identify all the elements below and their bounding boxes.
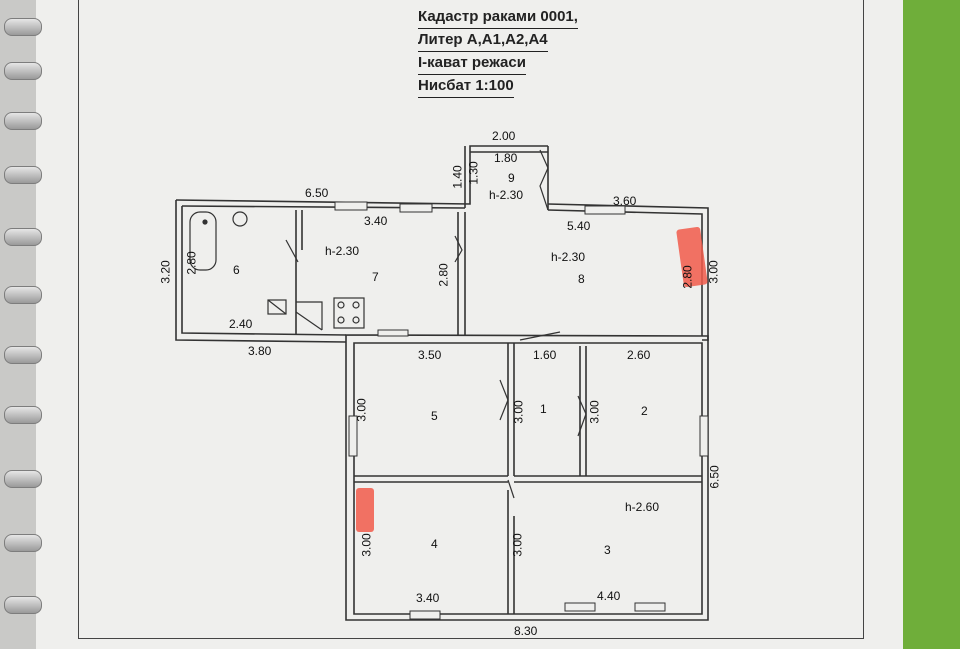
dim-label: 3.00 [511,400,526,424]
green-background [903,0,960,649]
dim-label: 3.20 [158,260,173,284]
dim-label: 3.00 [359,533,374,557]
dim-label: 3.00 [354,398,369,422]
drawing-frame [78,0,864,639]
title-floor: I-кават режаси [418,52,526,75]
dim-label: 3.80 [248,344,272,358]
binder-ring [4,112,42,130]
binder-ring [4,534,42,552]
room-number-9: 9 [508,171,515,185]
room-number-3: 3 [604,543,611,557]
room-number-7: 7 [372,270,379,284]
room-number-1: 1 [540,402,547,416]
binder-ring [4,228,42,246]
binder-ring [4,286,42,304]
dim-label: 1.80 [494,151,518,165]
binder-ring [4,596,42,614]
dim-label: 2.80 [436,263,451,287]
room-number-4: 4 [431,537,438,551]
title-liter: Литер А,А1,А2,А4 [418,29,548,52]
dim-label: 5.40 [567,219,591,233]
binder-ring [4,62,42,80]
title-scale: Нисбат 1:100 [418,75,514,98]
dim-label: 3.00 [587,400,602,424]
dim-label: 3.40 [364,214,388,228]
height-label: h-2.30 [325,244,360,258]
height-label: h-2.60 [625,500,660,514]
dim-label: 3.00 [706,260,721,284]
dim-label: 3.40 [416,591,440,605]
binder-ring [4,470,42,488]
dim-label: 2.40 [229,317,253,331]
dim-label: 2.80 [184,251,199,275]
dim-label: 1.60 [533,348,557,362]
room-number-2: 2 [641,404,648,418]
binder-ring [4,18,42,36]
dim-label: 4.40 [597,589,621,603]
dim-label: 6.50 [707,465,722,489]
dim-label: 1.30 [466,161,481,185]
dim-label: 1.40 [450,165,465,189]
room-number-6: 6 [233,263,240,277]
binder-ring [4,166,42,184]
binder-ring [4,346,42,364]
dim-label: 3.00 [510,533,525,557]
title-cadastre: Кадастр раками 0001, [418,6,578,29]
dim-label: 2.80 [680,265,695,289]
dim-label: 3.50 [418,348,442,362]
room-number-8: 8 [578,272,585,286]
binder-ring [4,406,42,424]
dim-label: 2.60 [627,348,651,362]
red-highlight-mark [356,488,374,532]
binder-rings [0,0,48,649]
plan-title: Кадастр раками 0001, Литер А,А1,А2,А4 I-… [418,6,578,98]
room-number-5: 5 [431,409,438,423]
height-label: h-2.30 [551,250,586,264]
dim-label: 3.60 [613,194,637,208]
height-label: h-2.30 [489,188,524,202]
dim-label: 6.50 [305,186,329,200]
dim-label: 2.00 [492,129,516,143]
dim-label: 8.30 [514,624,538,638]
